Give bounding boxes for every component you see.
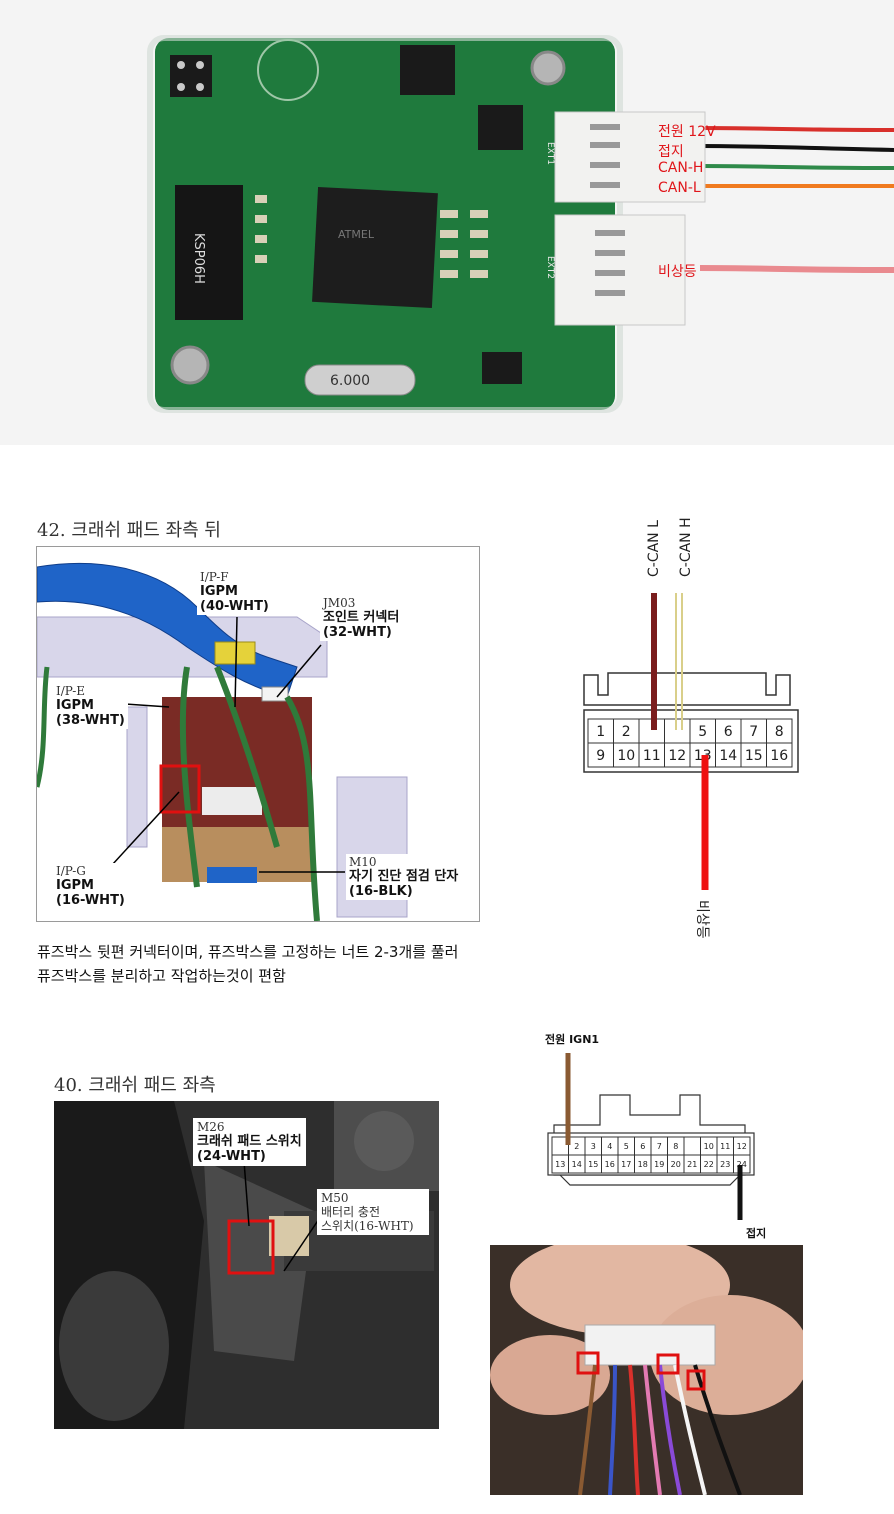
callout-m10-code: M10: [349, 855, 377, 869]
c16-pin-number: 7: [749, 724, 758, 740]
section-42-title: 42. 크래쉬 패드 좌측 뒤: [37, 520, 221, 541]
section-42-note: 퓨즈박스 뒷편 커넥터이며, 퓨즈박스를 고정하는 너트 2-3개를 풀러 퓨즈…: [37, 940, 517, 988]
callout-m10: M10 자기 진단 점검 단자 (16-BLK): [346, 854, 462, 900]
c16-pin-number: 12: [668, 748, 686, 764]
c24-pin-number: 13: [555, 1160, 565, 1169]
connector-16-pins: 125678910111213141516: [587, 718, 793, 768]
c16-pin-number: 1: [596, 724, 605, 740]
wire-label-can-h: CAN-H: [658, 160, 704, 176]
c24-pin-number: 10: [704, 1142, 714, 1151]
connector-hand-photo: [490, 1245, 803, 1495]
callout-m26-spec: (24-WHT): [197, 1149, 266, 1164]
c16-pin-number: 9: [596, 748, 605, 764]
c16-pin-number: 14: [719, 748, 737, 764]
c16-pin-number: 2: [622, 724, 631, 740]
callout-jm03-spec: (32-WHT): [323, 625, 392, 640]
wire-label-ground: 접지: [658, 144, 684, 160]
ext2-mark: EXT2: [545, 256, 555, 279]
c24-pin-number: 16: [605, 1160, 615, 1169]
c24-pin-number: 8: [673, 1142, 678, 1151]
c16-pin-number: 11: [643, 748, 661, 764]
section-40-photo: M26 크래쉬 패드 스위치 (24-WHT) M50 배터리 충전 스위치(1…: [54, 1101, 439, 1429]
c24-pin-number: 17: [621, 1160, 631, 1169]
pcb-module-photo: KSP06H ATMEL 6.000 EXT1 EXT2 전원 12V 접지 C…: [0, 0, 894, 445]
callout-ip-f-name: IGPM: [200, 584, 238, 599]
callout-jm03-code: JM03: [323, 596, 356, 610]
callout-ip-g: I/P-G IGPM (16-WHT): [53, 863, 128, 909]
c24-pin-number: 24: [737, 1160, 747, 1169]
label-c-can-h: C-CAN H: [678, 517, 694, 577]
c24-pin-number: 6: [640, 1142, 645, 1151]
crystal-mark: 6.000: [330, 373, 370, 389]
mcu-mark: ATMEL: [338, 228, 375, 241]
callout-m10-name: 자기 진단 점검 단자: [349, 869, 459, 884]
connector-16-svg: C-CAN L C-CAN H 125678910111213141516 비상…: [583, 517, 799, 939]
c24-pin-number: 18: [638, 1160, 648, 1169]
label-c-can-l: C-CAN L: [646, 520, 662, 577]
label-hazard: 비상등: [694, 900, 710, 939]
callout-ip-e-spec: (38-WHT): [56, 713, 125, 728]
c24-pin-number: 2: [574, 1142, 579, 1151]
hand-connector-illustration: [490, 1245, 803, 1495]
section-40-title: 40. 크래쉬 패드 좌측: [54, 1075, 216, 1096]
label-power-ign1: 전원 IGN1: [545, 1032, 599, 1046]
callout-m26: M26 크래쉬 패드 스위치 (24-WHT): [193, 1118, 306, 1166]
callout-ip-e-code: I/P-E: [56, 684, 86, 698]
callout-ip-g-spec: (16-WHT): [56, 893, 125, 908]
c24-pin-number: 15: [588, 1160, 598, 1169]
c16-pin-number: 15: [745, 748, 763, 764]
c24-pin-number: 5: [624, 1142, 629, 1151]
c16-pin-number: 8: [775, 724, 784, 740]
label-ground: 접지: [746, 1226, 766, 1240]
c24-pin-number: 21: [687, 1160, 697, 1169]
c24-pin-number: 11: [720, 1142, 730, 1151]
callout-m50-name: 배터리 충전: [321, 1205, 381, 1219]
c16-pin-number: 6: [724, 724, 733, 740]
callout-ip-f-code: I/P-F: [200, 570, 229, 584]
callout-jm03-name: 조인트 커넥터: [323, 610, 400, 625]
callout-m10-spec: (16-BLK): [349, 884, 413, 899]
c16-pin-number: 5: [698, 724, 707, 740]
callout-ip-f: I/P-F IGPM (40-WHT): [197, 569, 272, 615]
c16-pin-number: 16: [770, 748, 788, 764]
section-42-note-line-1: 퓨즈박스 뒷편 커넥터이며, 퓨즈박스를 고정하는 너트 2-3개를 풀러: [37, 943, 459, 961]
callout-ip-g-code: I/P-G: [56, 864, 86, 878]
c24-pin-number: 4: [607, 1142, 612, 1151]
callout-m26-name: 크래쉬 패드 스위치: [197, 1134, 302, 1149]
callout-ip-e: I/P-E IGPM (38-WHT): [53, 683, 128, 729]
c24-pin-number: 23: [720, 1160, 730, 1169]
wire-label-power-12v: 전원 12V: [658, 124, 716, 140]
ext1-mark: EXT1: [545, 142, 555, 165]
c24-pin-number: 19: [654, 1160, 664, 1169]
c24-pin-number: 3: [591, 1142, 596, 1151]
callout-m50: M50 배터리 충전 스위치(16-WHT): [317, 1189, 429, 1235]
callout-m26-code: M26: [197, 1120, 225, 1134]
connector-16-diagram: C-CAN L C-CAN H 125678910111213141516 비상…: [570, 505, 810, 955]
callout-ip-f-spec: (40-WHT): [200, 599, 269, 614]
callout-m50-code: M50: [321, 1191, 349, 1205]
callout-m50-spec: 스위치(16-WHT): [321, 1219, 414, 1233]
c16-pin-number: 10: [617, 748, 635, 764]
callout-ip-g-name: IGPM: [56, 878, 94, 893]
wire-label-can-l: CAN-L: [658, 180, 701, 196]
section-42-note-line-2: 퓨즈박스를 분리하고 작업하는것이 편함: [37, 967, 286, 985]
callout-ip-e-name: IGPM: [56, 698, 94, 713]
c24-pin-number: 7: [657, 1142, 662, 1151]
relay-mark: KSP06H: [191, 233, 206, 284]
c24-pin-number: 14: [572, 1160, 582, 1169]
c16-pin-cell: [766, 742, 793, 768]
section-42-figure: I/P-F IGPM (40-WHT) JM03 조인트 커넥터 (32-WHT…: [34, 546, 480, 922]
c24-pin-number: 12: [737, 1142, 747, 1151]
pcb-illustration: KSP06H ATMEL 6.000 EXT1 EXT2: [0, 0, 894, 445]
door-switch-illustration: [54, 1101, 439, 1429]
callout-jm03: JM03 조인트 커넥터 (32-WHT): [320, 595, 403, 641]
wire-label-hazard: 비상등: [658, 264, 697, 280]
c24-pin-number: 20: [671, 1160, 681, 1169]
c24-pin-number: 22: [704, 1160, 714, 1169]
